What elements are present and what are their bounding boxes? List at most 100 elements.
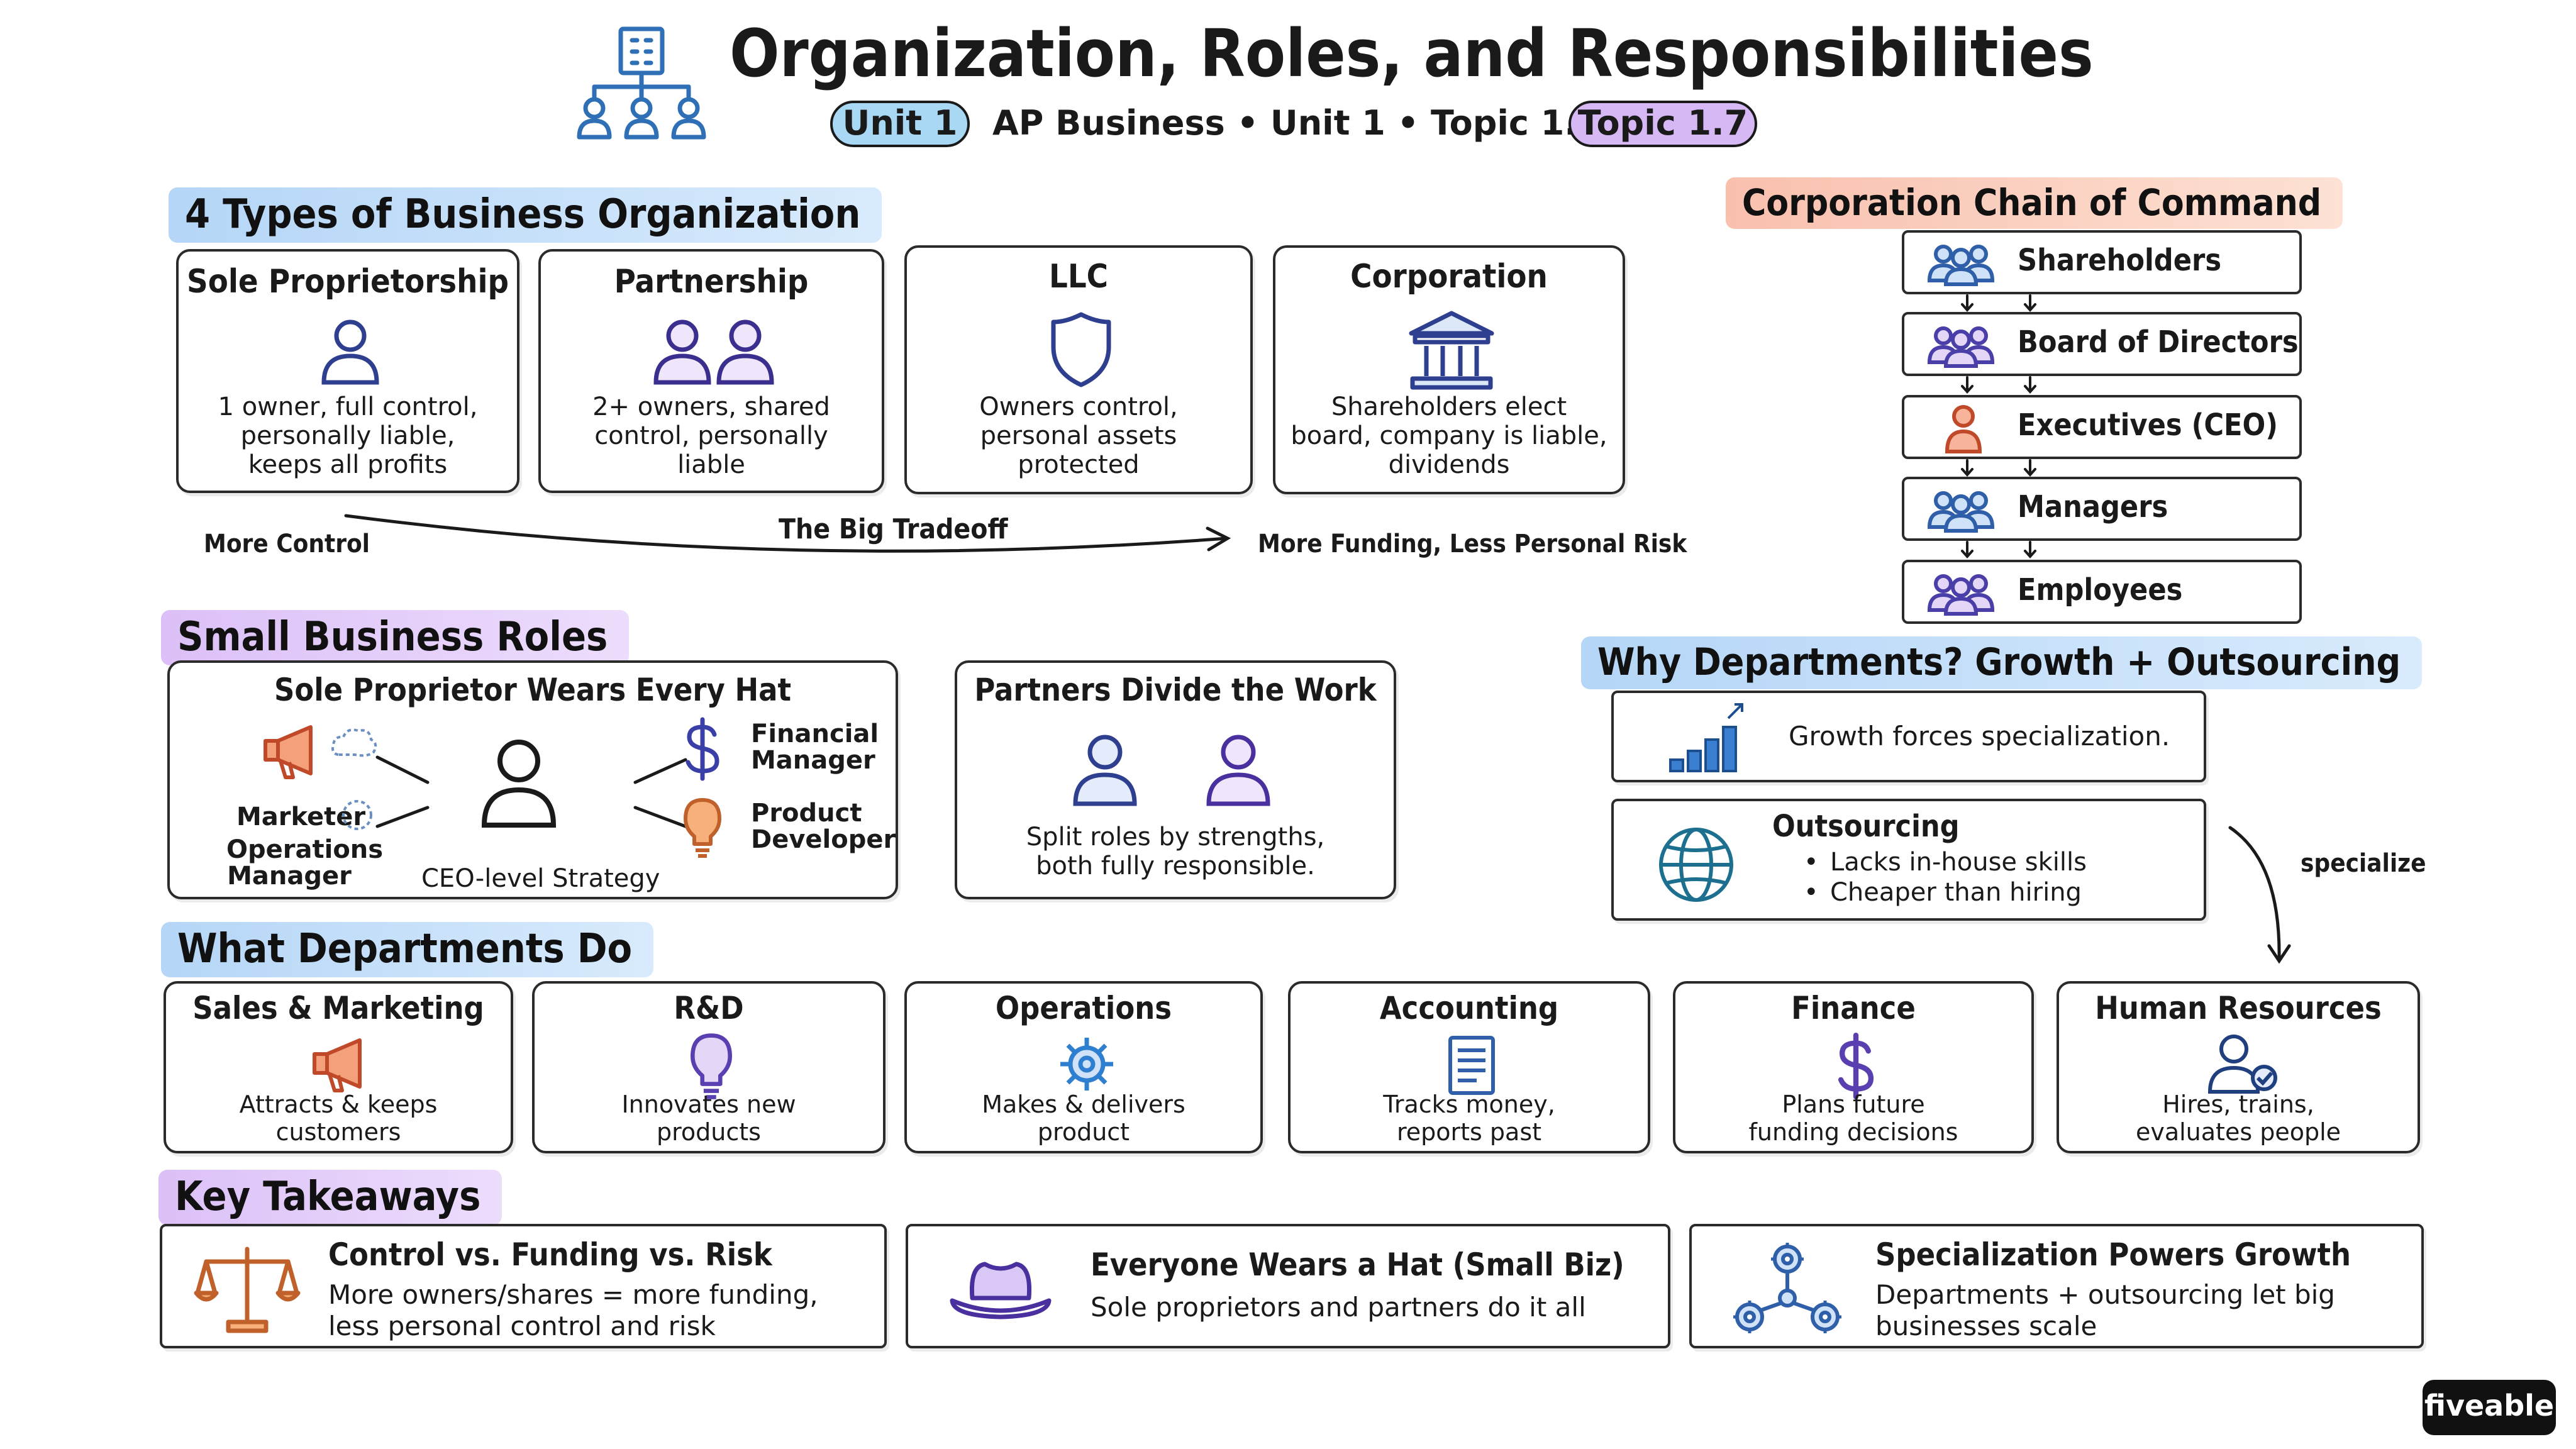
chain-level-label: Board of Directors (2018, 325, 2299, 360)
group-icon (1926, 571, 1996, 618)
chain-level-label: Managers (2018, 489, 2168, 525)
chain-section-title: Corporation Chain of Command (1726, 177, 2343, 229)
dept-card-operations: Operations Makes & delivers product (904, 981, 1263, 1153)
dept-desc: Plans future funding decisions (1748, 1091, 1958, 1146)
gear-icon (1058, 1035, 1116, 1096)
chain-connector-arrows (1950, 293, 2038, 566)
sketch-swirl-icon (338, 796, 376, 836)
chain-level-label: Shareholders (2018, 243, 2222, 278)
type-card-desc: 2+ owners, shared control, personally li… (592, 392, 830, 479)
topic-badge: Topic 1.7 (1568, 101, 1757, 147)
outsourcing-bullet: Lacks in-house skills (1830, 848, 2087, 877)
takeaway-title: Control vs. Funding vs. Risk (328, 1236, 772, 1273)
outsourcing-card: Outsourcing • Lacks in-house skills • Ch… (1611, 799, 2206, 921)
executive-icon (1943, 404, 1984, 457)
dept-title: Operations (995, 990, 1172, 1026)
bullet-1: • (1804, 848, 1819, 877)
tradeoff-right-label: More Funding, Less Personal Risk (1258, 530, 1687, 558)
outsourcing-title: Outsourcing (1772, 809, 1960, 844)
globe-icon (1655, 824, 1737, 908)
ceo-strategy-label: CEO-level Strategy (421, 864, 660, 893)
two-people-icon (651, 317, 777, 389)
partners-desc: Split roles by strengths, both fully res… (1026, 823, 1325, 880)
tradeoff-arrow (340, 503, 1245, 575)
fiveable-logo-text: fiveable (2424, 1389, 2555, 1423)
type-card-title: LLC (1049, 258, 1108, 296)
group-icon (1926, 488, 1996, 535)
financial-manager-label: Financial Manager (751, 719, 879, 775)
megaphone-icon (311, 1036, 374, 1096)
group-icon (1926, 242, 1996, 288)
type-card-title: Corporation (1350, 258, 1548, 296)
dept-desc: Innovates new products (621, 1091, 796, 1146)
shield-icon (1050, 311, 1113, 391)
scales-icon (194, 1243, 301, 1337)
chain-level-executives: Executives (CEO) (1902, 395, 2302, 459)
dept-desc: Hires, trains, evaluates people (2135, 1091, 2341, 1146)
takeaway-desc: More owners/shares = more funding, less … (328, 1279, 818, 1341)
marketer-label: Marketer (236, 802, 366, 831)
type-card-title: Sole Proprietorship (187, 263, 509, 301)
dept-desc: Tracks money, reports past (1383, 1091, 1555, 1146)
dept-card-accounting: Accounting Tracks money, reports past (1288, 981, 1650, 1153)
dept-card-finance: Finance Plans future funding decisions (1673, 981, 2034, 1153)
takeaway-card-control: Control vs. Funding vs. Risk More owners… (160, 1224, 887, 1348)
why-section-title: Why Departments? Growth + Outsourcing (1581, 636, 2423, 689)
takeaways-section-title: Key Takeaways (158, 1170, 502, 1225)
sole-proprietor-card: Sole Proprietor Wears Every Hat Marketer… (167, 660, 898, 899)
bank-building-icon (1407, 308, 1496, 394)
product-developer-label: Product Developer (751, 799, 896, 854)
tradeoff-middle-label: The Big Tradeoff (779, 513, 1008, 545)
dept-title: Accounting (1379, 990, 1559, 1026)
dept-title: Sales & Marketing (192, 990, 484, 1026)
chain-level-label: Employees (2018, 572, 2183, 608)
dept-card-human-resources: Human Resources Hires, trains, evaluates… (2057, 981, 2420, 1153)
unit-badge: Unit 1 (830, 101, 970, 147)
partners-title: Partners Divide the Work (974, 672, 1377, 708)
dept-desc: Attracts & keeps customers (239, 1091, 438, 1146)
dept-title: R&D (674, 990, 744, 1026)
dept-card-sales-marketing: Sales & Marketing Attracts & keeps custo… (164, 981, 513, 1153)
takeaway-card-specialization: Specialization Powers Growth Departments… (1689, 1224, 2424, 1348)
type-card-title: Partnership (614, 263, 809, 301)
chain-level-shareholders: Shareholders (1902, 230, 2302, 294)
type-card-corporation: Corporation Shareholders elect board, co… (1273, 245, 1625, 494)
takeaway-title: Specialization Powers Growth (1875, 1236, 2351, 1273)
type-card-desc: Shareholders elect board, company is lia… (1291, 392, 1607, 479)
dept-desc: Makes & delivers product (982, 1091, 1185, 1146)
org-chart-logo-icon (569, 24, 714, 143)
chain-level-managers: Managers (1902, 477, 2302, 541)
group-icon (1926, 323, 1996, 370)
dept-title: Human Resources (2095, 990, 2382, 1026)
dollar-icon (1831, 1033, 1881, 1101)
dept-card-rd: R&D Innovates new products (532, 981, 886, 1153)
sketch-cloud-icon (330, 723, 380, 763)
fiveable-logo: fiveable (2423, 1380, 2556, 1435)
growth-chart-icon (1668, 699, 1756, 777)
takeaway-title: Everyone Wears a Hat (Small Biz) (1091, 1246, 1624, 1283)
bullet-2: • (1804, 878, 1819, 907)
dollar-icon (680, 717, 724, 782)
owner-person-icon (478, 736, 560, 833)
hat-connector-lines (375, 738, 692, 829)
dept-title: Finance (1791, 990, 1916, 1026)
chain-level-label: Executives (CEO) (2018, 408, 2278, 443)
takeaway-desc: Sole proprietors and partners do it all (1091, 1292, 1586, 1323)
lightbulb-icon (680, 796, 724, 862)
specialize-arrow (2224, 824, 2312, 977)
person-check-icon (2206, 1033, 2279, 1098)
lightbulb-icon (686, 1031, 736, 1103)
page-title: Organization, Roles, and Responsibilitie… (730, 15, 2094, 92)
hat-icon (947, 1254, 1054, 1326)
roles-section-title: Small Business Roles (161, 610, 630, 665)
type-card-partnership: Partnership 2+ owners, shared control, p… (538, 249, 884, 493)
partner-b-icon (1204, 732, 1273, 810)
gear-network-icon (1731, 1240, 1844, 1343)
specialize-label: specialize (2301, 849, 2426, 878)
type-card-desc: Owners control, personal assets protecte… (979, 392, 1178, 479)
tradeoff-left-label: More Control (204, 530, 370, 558)
partner-a-icon (1070, 732, 1140, 810)
takeaway-card-hat: Everyone Wears a Hat (Small Biz) Sole pr… (906, 1224, 1670, 1348)
megaphone-icon (262, 723, 325, 782)
chain-level-employees: Employees (1902, 560, 2302, 624)
